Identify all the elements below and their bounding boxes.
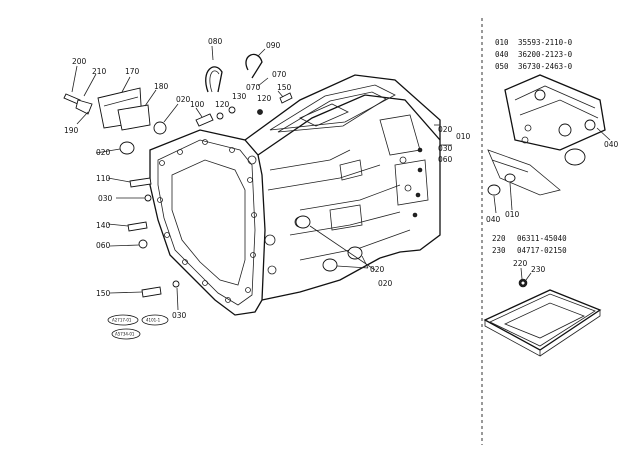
legend-ref: 010: [495, 38, 509, 47]
legend-part-number: 36200-2123-0: [518, 50, 573, 59]
callout-040-inset-b: 040: [486, 215, 501, 224]
callout-020-right: 020: [438, 125, 453, 134]
stamp-3: A5734-01: [115, 332, 135, 337]
stamp-1: A2717-01: [112, 318, 132, 323]
callout-120-right: 120: [257, 94, 272, 103]
callout-150-top: 150: [277, 83, 292, 92]
callout-220: 220: [513, 259, 528, 268]
callout-230: 230: [531, 265, 546, 274]
callout-020-top: 020: [176, 95, 191, 104]
inset-labels: 040 040 010 220 230: [486, 140, 619, 274]
callout-210: 210: [92, 67, 107, 76]
callout-140: 140: [96, 221, 111, 230]
callout-010-inset: 010: [505, 210, 520, 219]
callout-040-inset-a: 040: [604, 140, 619, 149]
callout-180: 180: [154, 82, 169, 91]
bushings-and-plugs: [63, 53, 363, 298]
callout-200: 200: [72, 57, 87, 66]
legend-part-number: 06311-45040: [517, 234, 567, 243]
callout-020-bottom: 020: [370, 265, 385, 274]
transmission-case: [149, 74, 441, 316]
stamp-2: 4101-1: [146, 318, 161, 323]
legend-ref: 040: [495, 50, 509, 59]
legend-ref: 230: [492, 246, 506, 255]
callout-150-bottom: 150: [96, 289, 111, 298]
legend-ref: 220: [492, 234, 506, 243]
callout-100: 100: [190, 100, 205, 109]
legend-part-number: 04717-02150: [517, 246, 567, 255]
callout-080: 080: [208, 37, 223, 46]
callout-170: 170: [125, 67, 140, 76]
callout-020-left: 020: [96, 148, 111, 157]
callout-130: 130: [232, 92, 247, 101]
callout-030-right: 030: [438, 144, 453, 153]
callout-030-left: 030: [98, 194, 113, 203]
callout-030-bottom: 030: [172, 311, 187, 320]
leader-lines: [71, 45, 452, 311]
callout-190: 190: [64, 126, 79, 135]
callout-090: 090: [266, 41, 281, 50]
legend-part-number: 35593-2110-0: [518, 38, 573, 47]
callout-010-right: 010: [456, 132, 471, 141]
callout-120-left: 120: [215, 100, 230, 109]
callout-020-bottom-b: 020: [378, 279, 393, 288]
parts-legend-top: 010 35593-2110-0 040 36200-2123-0 050 36…: [495, 38, 573, 71]
legend-part-number: 36730-2463-0: [518, 62, 573, 71]
right-inset-panel: [481, 18, 611, 445]
callout-060-left: 060: [96, 241, 111, 250]
part-stamps: A2717-01 4101-1 A5734-01: [107, 314, 169, 340]
callout-060-right: 060: [438, 155, 453, 164]
callout-070-b: 070: [272, 70, 287, 79]
callout-110: 110: [96, 174, 111, 183]
callout-070-a: 070: [246, 83, 261, 92]
main-callout-labels: 080 090 200 210 170 180 020 190 100 120 …: [64, 37, 471, 320]
parts-legend-bottom: 220 06311-45040 230 04717-02150: [492, 234, 567, 255]
legend-ref: 050: [495, 62, 509, 71]
